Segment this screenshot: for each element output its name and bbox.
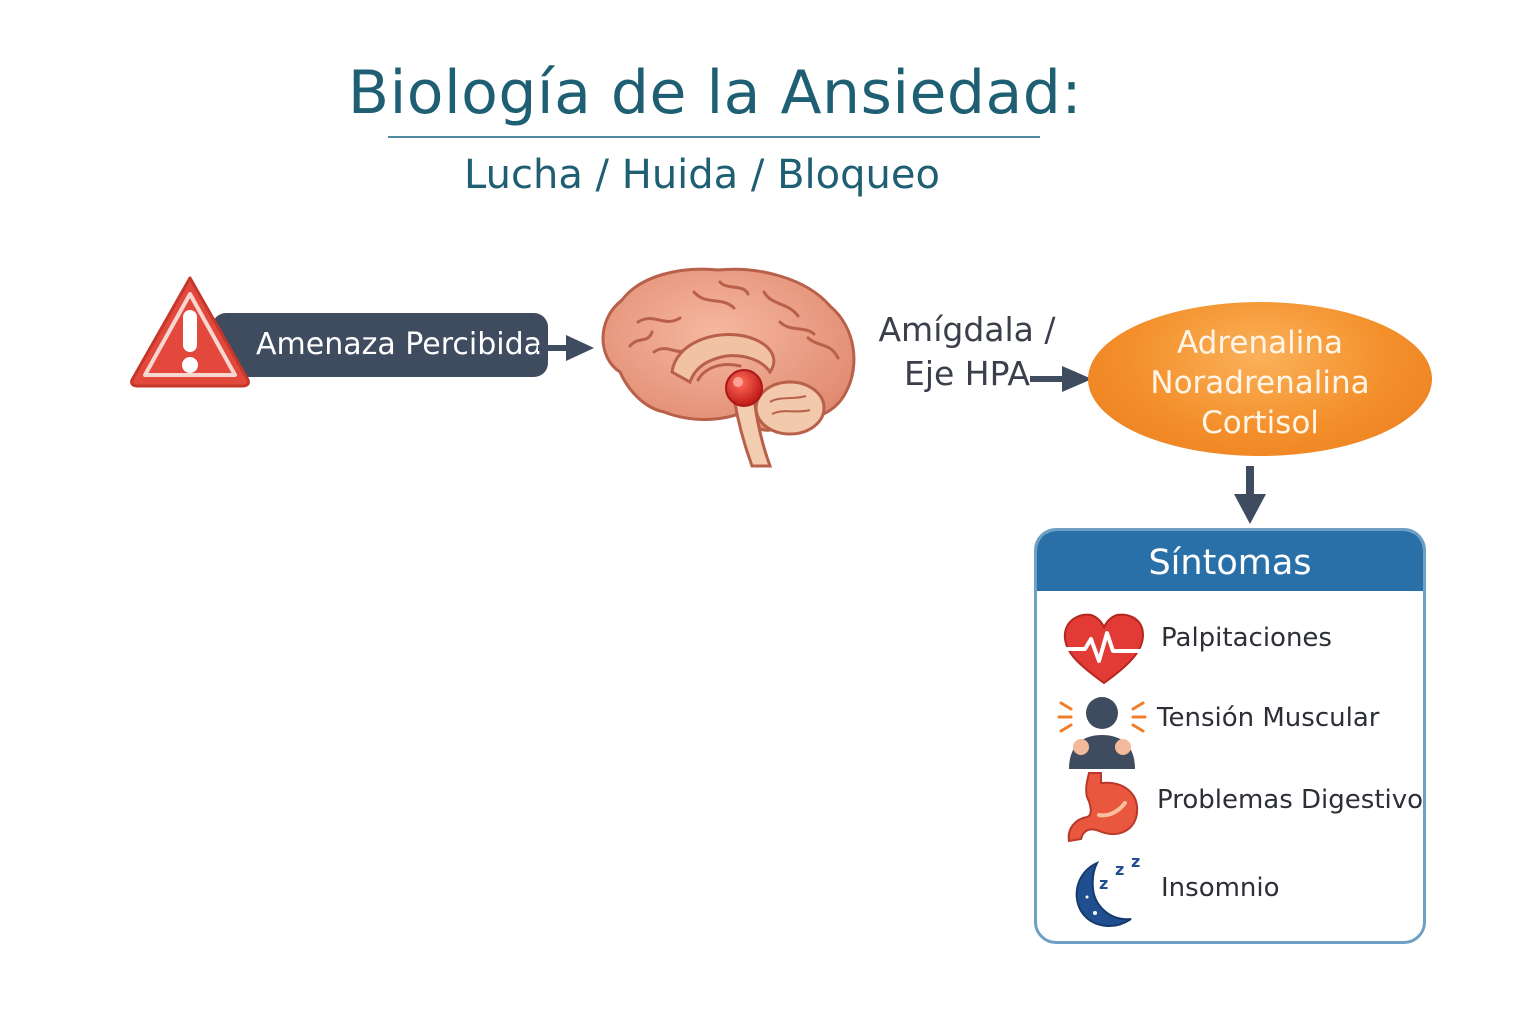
symptom-insomnio: Insomnio (1161, 873, 1280, 903)
title-underline (388, 136, 1040, 138)
arrow-hormones-to-symptoms (1234, 466, 1266, 524)
symptoms-header: Síntomas (1037, 531, 1423, 591)
tense-person-icon (1057, 697, 1147, 769)
hormone-adrenalina: Adrenalina (1177, 325, 1343, 361)
diagram-subtitle: Lucha / Huida / Bloqueo (464, 152, 940, 198)
svg-text:z: z (1099, 874, 1108, 893)
threat-pill (212, 313, 548, 377)
svg-text:z: z (1115, 860, 1124, 879)
symptom-problemas-digestivos: Problemas Digestivos (1157, 785, 1426, 815)
hormone-ellipse (1088, 302, 1432, 456)
symptom-palpitaciones: Palpitaciones (1161, 623, 1332, 653)
threat-label: Amenaza Percibida (256, 327, 543, 362)
hormone-noradrenalina: Noradrenalina (1150, 365, 1370, 401)
brain-illustration (601, 267, 856, 468)
stomach-icon (1067, 772, 1139, 843)
pathway-line-1: Amígdala / (878, 310, 1056, 349)
diagram-title: Biología de la Ansiedad: (347, 58, 1083, 128)
arrow-pathway-to-hormones (1030, 366, 1092, 392)
pathway-line-2: Eje HPA (904, 354, 1030, 393)
hormone-cortisol: Cortisol (1201, 405, 1319, 441)
moon-sleep-icon: z z z (1075, 853, 1140, 927)
symptom-tension-muscular: Tensión Muscular (1157, 703, 1380, 733)
heart-pulse-icon (1061, 613, 1147, 685)
svg-text:z: z (1131, 853, 1140, 871)
symptoms-card: Síntomas Palpitaciones Tensión Muscular … (1034, 528, 1426, 944)
warning-icon (130, 276, 250, 388)
pathway-label: Amígdala / Eje HPA (862, 308, 1072, 396)
arrow-threat-to-brain (538, 335, 594, 361)
hormone-list: Adrenalina Noradrenalina Cortisol (1088, 323, 1432, 443)
